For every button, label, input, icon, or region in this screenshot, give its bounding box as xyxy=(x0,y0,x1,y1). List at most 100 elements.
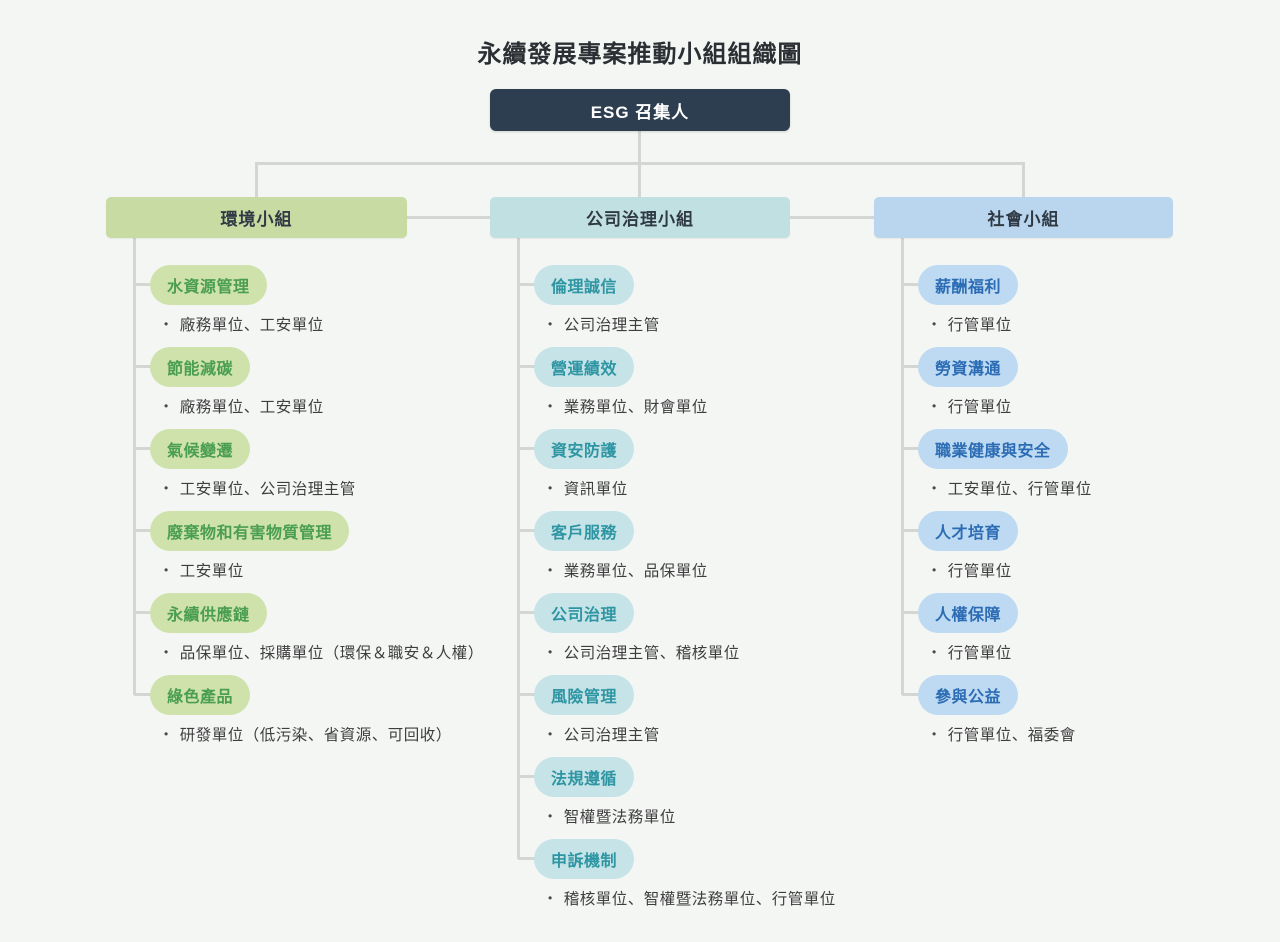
bullet-icon: • xyxy=(164,481,169,495)
org-item: 綠色產品 • 研發單位（低污染、省資源、可回收） xyxy=(106,675,451,757)
task-pill: 客戶服務 xyxy=(534,511,635,551)
bullet-icon: • xyxy=(932,645,937,659)
org-item: 薪酬福利 •行管單位 xyxy=(874,265,1173,347)
members-text: 公司治理主管、稽核單位 xyxy=(563,645,740,662)
members-text: 工安單位、行管單位 xyxy=(947,481,1092,498)
bullet-icon: • xyxy=(548,809,553,823)
bullet-icon: • xyxy=(932,481,937,495)
connector-gov-soc xyxy=(790,216,874,219)
members-line: •公司治理主管 xyxy=(548,723,790,745)
members-line: • 業務單位、品保單位 xyxy=(548,559,790,581)
members-text: 廠務單位、工安單位 xyxy=(179,317,324,334)
members-text: 稽核單位、智權暨法務單位、行管單位 xyxy=(563,891,836,908)
task-pill: 人才培育 xyxy=(918,511,1019,551)
task-pill: 水資源管理 xyxy=(150,265,267,305)
members-text: 行管單位、福委會 xyxy=(947,727,1076,744)
bullet-icon: • xyxy=(548,317,553,331)
members-line: • 行管單位 xyxy=(932,313,1173,335)
members-text: 公司治理主管 xyxy=(563,727,660,744)
members-line: • 公司治理主管 xyxy=(548,313,790,335)
org-item: 風險管理 •公司治理主管 xyxy=(490,675,790,757)
org-item: 法規遵循 • 智權暨法務單位 xyxy=(490,757,790,839)
group-social: 社會小組 薪酬福利 •行管單位 勞資溝通 •行管單位 職業健康與安全 •工安單位… xyxy=(874,197,1173,744)
org-item: 節能減碳 • 廠務單位、工安單位 xyxy=(106,347,407,429)
connector-trunk-governance xyxy=(517,238,520,859)
members-line: • 業務單位、財會單位 xyxy=(548,395,790,417)
group-header-social: 社會小組 xyxy=(874,197,1173,238)
org-item: 倫理誠信 •公司治理主管 xyxy=(490,265,790,347)
task-pill: 永續供應鏈 xyxy=(150,593,267,633)
members-line: • 稽核單位、智權暨法務單位、行管單位 xyxy=(548,887,835,909)
members-line: • 工安單位、行管單位 xyxy=(932,477,1173,499)
task-pill: 資安防護 xyxy=(534,429,635,469)
members-text: 公司治理主管 xyxy=(563,317,660,334)
org-item: 客戶服務 • 業務單位、品保單位 xyxy=(490,511,790,593)
task-pill: 參與公益 xyxy=(918,675,1019,715)
task-pill: 申訴機制 xyxy=(534,839,635,879)
bullet-icon: • xyxy=(164,563,169,577)
org-item: 勞資溝通 •行管單位 xyxy=(874,347,1173,429)
task-pill: 人權保障 xyxy=(918,593,1019,633)
members-text: 品保單位、採購單位（環保＆職安＆人權） xyxy=(179,645,484,662)
members-text: 業務單位、財會單位 xyxy=(563,399,708,416)
task-pill: 綠色產品 xyxy=(150,675,251,715)
bullet-icon: • xyxy=(164,645,169,659)
members-line: •工安單位 xyxy=(164,559,407,581)
members-text: 行管單位 xyxy=(947,317,1012,334)
members-line: •廠務單位、工安單位 xyxy=(164,313,407,335)
group-governance: 公司治理小組 倫理誠信 •公司治理主管 營運績效 •業務單位、財會單位 資安防護… xyxy=(490,197,835,908)
members-line: •行管單位 xyxy=(932,395,1173,417)
org-item: 職業健康與安全 • 工安單位、行管單位 xyxy=(874,429,1173,511)
root-node-esg-convener: ESG 召集人 xyxy=(490,89,790,131)
connector-trunk-environment xyxy=(133,238,136,695)
members-line: • 工安單位、公司治理主管 xyxy=(164,477,407,499)
bullet-icon: • xyxy=(164,727,169,741)
task-pill: 氣候變遷 xyxy=(150,429,251,469)
connector-root-vertical xyxy=(638,131,641,164)
org-item: 申訴機制 • 稽核單位、智權暨法務單位、行管單位 xyxy=(490,839,835,921)
bullet-icon: • xyxy=(164,399,169,413)
task-pill: 法規遵循 xyxy=(534,757,635,797)
org-item: 永續供應鏈 • 品保單位、採購單位（環保＆職安＆人權） xyxy=(106,593,483,675)
org-item: 營運績效 •業務單位、財會單位 xyxy=(490,347,790,429)
bullet-icon: • xyxy=(932,563,937,577)
connector-env-gov xyxy=(407,216,490,219)
task-pill: 廢棄物和有害物質管理 xyxy=(150,511,350,551)
bullet-icon: • xyxy=(932,317,937,331)
members-text: 廠務單位、工安單位 xyxy=(179,399,324,416)
org-item: 廢棄物和有害物質管理 •工安單位 xyxy=(106,511,407,593)
group-header-environment: 環境小組 xyxy=(106,197,407,238)
task-pill: 節能減碳 xyxy=(150,347,251,387)
members-text: 智權暨法務單位 xyxy=(563,809,676,826)
members-line: • 行管單位 xyxy=(932,559,1173,581)
group-header-governance: 公司治理小組 xyxy=(490,197,790,238)
group-items-governance: 倫理誠信 •公司治理主管 營運績效 •業務單位、財會單位 資安防護 •資訊單位 … xyxy=(490,265,835,921)
connector-drop-soc xyxy=(1022,162,1025,200)
bullet-icon: • xyxy=(548,399,553,413)
org-item: 資安防護 •資訊單位 xyxy=(490,429,790,511)
task-pill: 公司治理 xyxy=(534,593,635,633)
org-item: 水資源管理 •廠務單位、工安單位 xyxy=(106,265,407,347)
members-line: • 行管單位、福委會 xyxy=(932,723,1173,745)
members-text: 工安單位、公司治理主管 xyxy=(179,481,356,498)
bullet-icon: • xyxy=(548,563,553,577)
bullet-icon: • xyxy=(548,481,553,495)
members-line: •資訊單位 xyxy=(548,477,790,499)
members-text: 研發單位（低污染、省資源、可回收） xyxy=(179,727,452,744)
task-pill: 風險管理 xyxy=(534,675,635,715)
members-text: 業務單位、品保單位 xyxy=(563,563,708,580)
bullet-icon: • xyxy=(932,727,937,741)
task-pill: 勞資溝通 xyxy=(918,347,1019,387)
chart-title: 永續發展專案推動小組組織圖 xyxy=(477,41,803,68)
members-line: • 研發單位（低污染、省資源、可回收） xyxy=(164,723,451,745)
group-items-environment: 水資源管理 •廠務單位、工安單位 節能減碳 •廠務單位、工安單位 氣候變遷 •工… xyxy=(106,265,483,757)
task-pill: 職業健康與安全 xyxy=(918,429,1068,469)
group-items-social: 薪酬福利 •行管單位 勞資溝通 •行管單位 職業健康與安全 •工安單位、行管單位… xyxy=(874,265,1173,757)
group-environment: 環境小組 水資源管理 •廠務單位、工安單位 節能減碳 •廠務單位、工安單位 氣候… xyxy=(106,197,483,744)
members-line: •行管單位 xyxy=(932,641,1173,663)
members-line: •公司治理主管、稽核單位 xyxy=(548,641,790,663)
members-text: 行管單位 xyxy=(947,563,1012,580)
members-line: • 智權暨法務單位 xyxy=(548,805,790,827)
bullet-icon: • xyxy=(548,891,553,905)
